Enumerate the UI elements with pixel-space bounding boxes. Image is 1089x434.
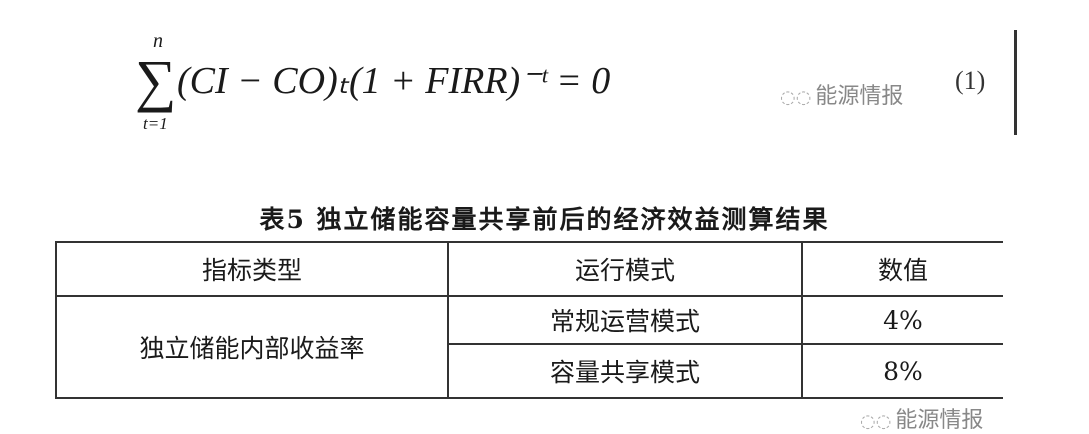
- mode-cell: 常规运营模式: [447, 295, 803, 345]
- divider: [1014, 30, 1017, 135]
- formula-expression: (CI − CO)ₜ(1 + FIRR)⁻ᵗ = 0: [177, 60, 611, 102]
- header-cell: 指标类型: [55, 241, 449, 297]
- header-cell: 数值: [801, 241, 1003, 297]
- sum-lower-limit: t=1: [143, 114, 168, 133]
- watermark: ◌◌能源情报: [780, 84, 904, 109]
- sum-upper-limit: n: [153, 30, 163, 52]
- header-cell: 运行模式: [447, 241, 803, 297]
- value-cell: 4%: [801, 295, 1003, 345]
- indicator-cell: 独立储能内部收益率: [55, 295, 449, 399]
- mode-cell: 容量共享模式: [447, 343, 803, 399]
- sum-sign: ∑: [135, 48, 177, 113]
- wechat-icon: ◌◌: [780, 87, 812, 108]
- table-caption: 表5 独立储能容量共享前后的经济效益测算结果: [259, 205, 830, 234]
- wechat-icon: ◌◌: [860, 411, 892, 432]
- value-cell: 8%: [801, 343, 1003, 399]
- equation-number: (1): [955, 66, 986, 95]
- results-table: 指标类型 运行模式 数值 独立储能内部收益率 常规运营模式 4% 容量共享模式 …: [55, 241, 1003, 399]
- watermark: ◌◌能源情报: [860, 408, 984, 433]
